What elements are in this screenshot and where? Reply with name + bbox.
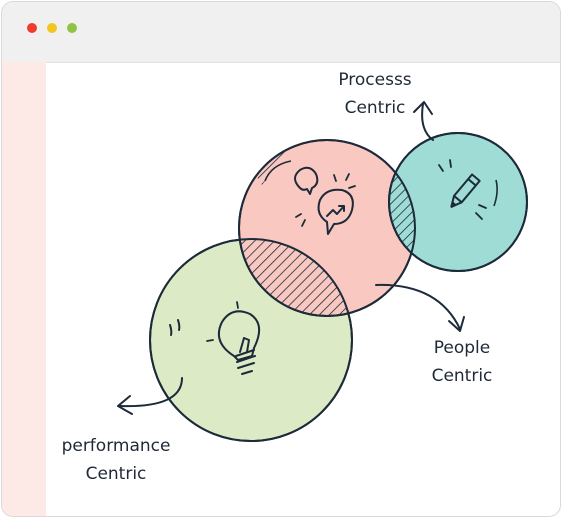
- title-bar: [2, 2, 560, 63]
- people-label-line2: Centric: [431, 366, 493, 386]
- minimize-window-button[interactable]: [47, 23, 57, 33]
- chat-bubbles-icon: [294, 166, 354, 235]
- process-label-line1: Processs: [338, 70, 412, 90]
- people-performance-overlap: [239, 239, 352, 316]
- performance-label-line2: Centric: [85, 464, 147, 484]
- process-arrow: [413, 101, 434, 141]
- sidebar: [2, 62, 46, 516]
- people-centric-label: People Centric: [412, 334, 512, 390]
- performance-arrow: [117, 377, 183, 415]
- process-label-line2: Centric: [344, 98, 406, 118]
- close-window-button[interactable]: [27, 23, 37, 33]
- people-arrow: [375, 283, 465, 332]
- people-label-line1: People: [433, 338, 491, 358]
- pencil-icon: [450, 173, 481, 208]
- process-centric-label: Processs Centric: [320, 66, 430, 122]
- maximize-window-button[interactable]: [67, 23, 77, 33]
- lightbulb-icon: [218, 310, 261, 375]
- performance-centric-label: performance Centric: [46, 432, 186, 488]
- performance-label-line1: performance: [61, 436, 171, 456]
